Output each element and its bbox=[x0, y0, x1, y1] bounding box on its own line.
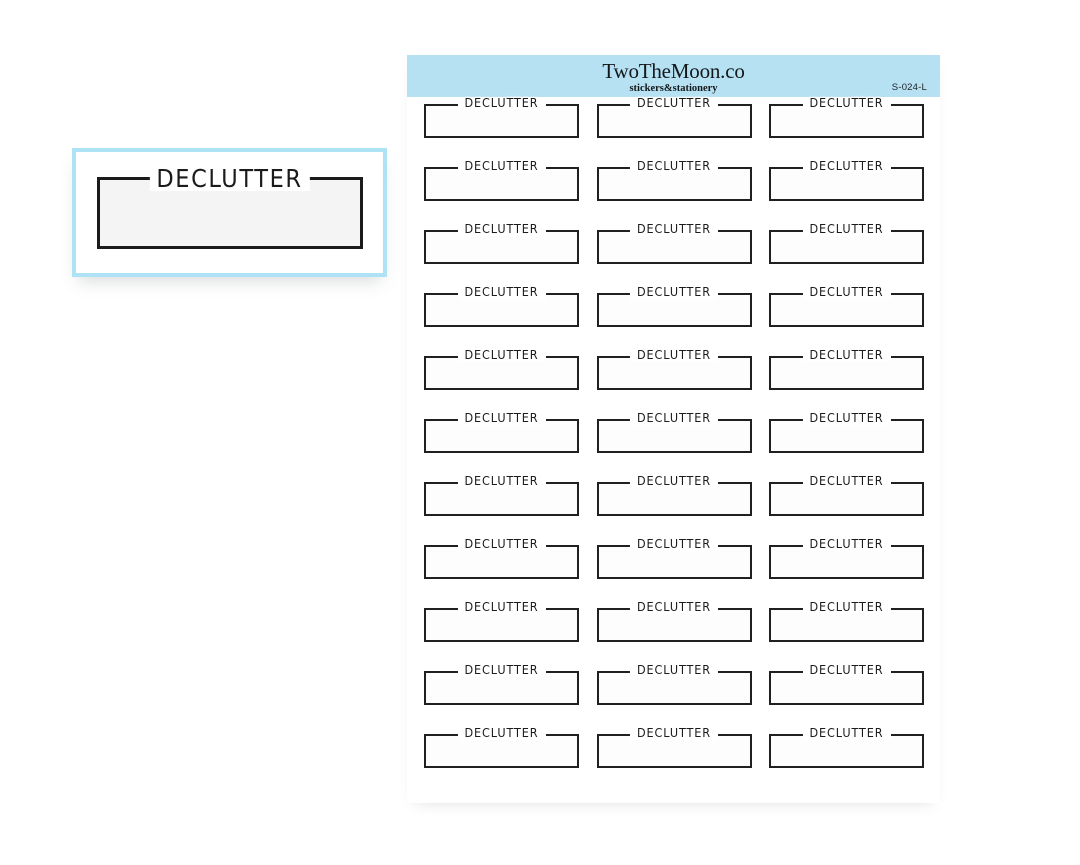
sticker[interactable]: DECLUTTER bbox=[764, 537, 929, 585]
sticker-label: DECLUTTER bbox=[629, 600, 719, 614]
sticker-row: DECLUTTER DECLUTTER DECLUTTER bbox=[419, 537, 929, 585]
sticker-label: DECLUTTER bbox=[802, 285, 891, 299]
sticker-label: DECLUTTER bbox=[629, 159, 719, 173]
sticker[interactable]: DECLUTTER bbox=[764, 600, 929, 648]
sticker-row: DECLUTTER DECLUTTER DECLUTTER bbox=[419, 411, 929, 459]
sticker[interactable]: DECLUTTER bbox=[419, 96, 584, 144]
sticker-sheet: TwoTheMoon.co stickers&stationery S-024-… bbox=[407, 55, 940, 803]
sticker-preview-inner: DECLUTTER bbox=[76, 152, 383, 273]
sticker-label: DECLUTTER bbox=[457, 474, 546, 488]
sticker-row: DECLUTTER DECLUTTER DECLUTTER bbox=[419, 96, 929, 144]
sticker[interactable]: DECLUTTER bbox=[419, 348, 584, 396]
sticker[interactable]: DECLUTTER bbox=[419, 537, 584, 585]
brand-name: TwoTheMoon.co bbox=[602, 59, 745, 83]
sticker-label: DECLUTTER bbox=[802, 411, 891, 425]
sticker[interactable]: DECLUTTER bbox=[764, 474, 929, 522]
sticker[interactable]: DECLUTTER bbox=[591, 96, 757, 144]
sticker[interactable]: DECLUTTER bbox=[764, 159, 929, 207]
sticker-label: DECLUTTER bbox=[629, 663, 719, 677]
sticker-label: DECLUTTER bbox=[802, 600, 891, 614]
sticker-row: DECLUTTER DECLUTTER DECLUTTER bbox=[419, 474, 929, 522]
sticker-label: DECLUTTER bbox=[802, 663, 891, 677]
preview-sticker-label: DECLUTTER bbox=[149, 165, 310, 191]
sticker[interactable]: DECLUTTER bbox=[764, 348, 929, 396]
sticker[interactable]: DECLUTTER bbox=[419, 474, 584, 522]
sticker-row: DECLUTTER DECLUTTER DECLUTTER bbox=[419, 726, 929, 774]
sticker-label: DECLUTTER bbox=[802, 537, 891, 551]
sticker[interactable]: DECLUTTER bbox=[591, 600, 757, 648]
sticker[interactable]: DECLUTTER bbox=[591, 663, 757, 711]
sticker-label: DECLUTTER bbox=[629, 222, 719, 236]
sticker-row: DECLUTTER DECLUTTER DECLUTTER bbox=[419, 285, 929, 333]
sticker-label: DECLUTTER bbox=[629, 411, 719, 425]
sticker-label: DECLUTTER bbox=[629, 348, 719, 362]
sticker-label: DECLUTTER bbox=[457, 663, 546, 677]
sticker-label: DECLUTTER bbox=[457, 348, 546, 362]
sticker[interactable]: DECLUTTER bbox=[591, 726, 757, 774]
sticker[interactable]: DECLUTTER bbox=[419, 222, 584, 270]
sticker-row: DECLUTTER DECLUTTER DECLUTTER bbox=[419, 663, 929, 711]
sticker[interactable]: DECLUTTER bbox=[419, 600, 584, 648]
sticker-preview-card: DECLUTTER bbox=[72, 148, 387, 277]
sticker-label: DECLUTTER bbox=[802, 474, 891, 488]
sticker-frame bbox=[424, 482, 579, 516]
sticker-label: DECLUTTER bbox=[457, 411, 546, 425]
sticker[interactable]: DECLUTTER bbox=[419, 663, 584, 711]
sticker-label: DECLUTTER bbox=[457, 222, 546, 236]
sticker-row: DECLUTTER DECLUTTER DECLUTTER bbox=[419, 600, 929, 648]
sticker[interactable]: DECLUTTER bbox=[419, 159, 584, 207]
sticker-row: DECLUTTER DECLUTTER DECLUTTER bbox=[419, 222, 929, 270]
sticker-label: DECLUTTER bbox=[629, 474, 719, 488]
product-code: S-024-L bbox=[891, 82, 927, 93]
sheet-header-band: TwoTheMoon.co stickers&stationery S-024-… bbox=[407, 55, 940, 97]
sticker-label: DECLUTTER bbox=[802, 96, 891, 110]
sticker-label: DECLUTTER bbox=[629, 285, 719, 299]
sticker-frame bbox=[424, 545, 579, 579]
sticker-frame bbox=[769, 167, 924, 201]
sticker-row: DECLUTTER DECLUTTER DECLUTTER bbox=[419, 348, 929, 396]
sticker-frame bbox=[769, 293, 924, 327]
sticker[interactable]: DECLUTTER bbox=[764, 96, 929, 144]
sticker[interactable]: DECLUTTER bbox=[591, 411, 757, 459]
brand-tagline: stickers&stationery bbox=[629, 83, 718, 95]
sticker-row: DECLUTTER DECLUTTER DECLUTTER bbox=[419, 159, 929, 207]
sticker-label: DECLUTTER bbox=[629, 726, 719, 740]
sticker-label: DECLUTTER bbox=[802, 159, 891, 173]
sticker-label: DECLUTTER bbox=[457, 285, 546, 299]
sticker-label: DECLUTTER bbox=[802, 726, 891, 740]
sticker[interactable]: DECLUTTER bbox=[419, 726, 584, 774]
preview-sticker: DECLUTTER bbox=[96, 165, 363, 257]
sticker-frame bbox=[769, 482, 924, 516]
sticker-label: DECLUTTER bbox=[629, 537, 719, 551]
sticker[interactable]: DECLUTTER bbox=[419, 411, 584, 459]
sticker[interactable]: DECLUTTER bbox=[419, 285, 584, 333]
sticker-frame bbox=[769, 671, 924, 705]
sticker-label: DECLUTTER bbox=[457, 726, 546, 740]
sticker-label: DECLUTTER bbox=[457, 537, 546, 551]
sticker[interactable]: DECLUTTER bbox=[764, 222, 929, 270]
sticker-frame bbox=[424, 608, 579, 642]
sticker[interactable]: DECLUTTER bbox=[591, 285, 757, 333]
brand-block: TwoTheMoon.co stickers&stationery bbox=[407, 60, 940, 95]
sticker[interactable]: DECLUTTER bbox=[764, 411, 929, 459]
sticker[interactable]: DECLUTTER bbox=[764, 726, 929, 774]
sticker[interactable]: DECLUTTER bbox=[591, 348, 757, 396]
sticker[interactable]: DECLUTTER bbox=[591, 474, 757, 522]
sticker[interactable]: DECLUTTER bbox=[591, 222, 757, 270]
sticker-label: DECLUTTER bbox=[457, 159, 546, 173]
sticker[interactable]: DECLUTTER bbox=[764, 663, 929, 711]
sticker-label: DECLUTTER bbox=[457, 96, 546, 110]
sticker-label: DECLUTTER bbox=[629, 96, 719, 110]
sticker-label: DECLUTTER bbox=[457, 600, 546, 614]
sticker-label: DECLUTTER bbox=[802, 348, 891, 362]
sticker-frame bbox=[424, 104, 579, 138]
sticker[interactable]: DECLUTTER bbox=[764, 285, 929, 333]
sticker-label: DECLUTTER bbox=[802, 222, 891, 236]
sticker[interactable]: DECLUTTER bbox=[591, 159, 757, 207]
sticker-frame bbox=[596, 671, 752, 705]
sticker[interactable]: DECLUTTER bbox=[591, 537, 757, 585]
